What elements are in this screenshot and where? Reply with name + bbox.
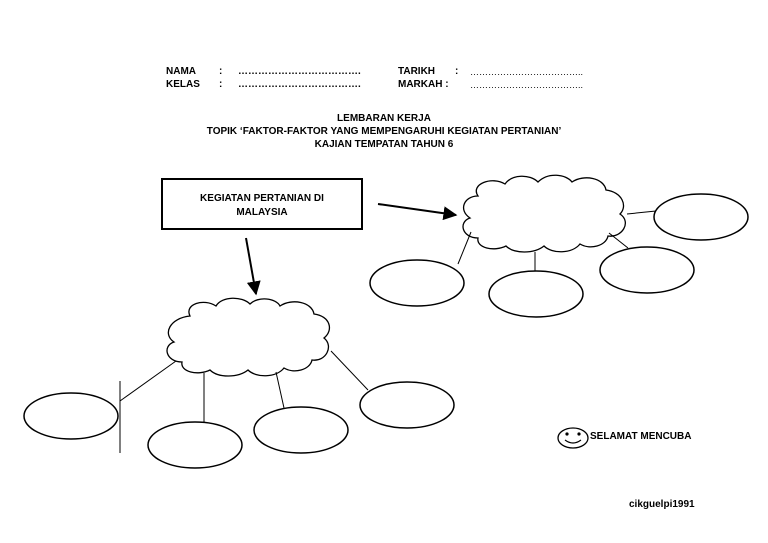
tarikh-field[interactable]: ……………………………….. <box>470 67 584 77</box>
kelas-colon: : <box>219 79 223 90</box>
nama-colon: : <box>219 66 223 77</box>
topic-title: TOPIK ‘FAKTOR-FAKTOR YANG MEMPENGARUHI K… <box>206 126 562 137</box>
ellipse-shape[interactable] <box>147 421 243 469</box>
ellipse-shape[interactable] <box>23 392 119 440</box>
cloud-shape[interactable] <box>166 297 331 377</box>
markah-label: MARKAH : <box>398 79 449 90</box>
markah-field[interactable]: ……………………………….. <box>470 80 584 90</box>
nama-label: NAMA <box>166 66 196 77</box>
kelas-field[interactable]: ………………………………. <box>238 79 361 90</box>
arrow-icon <box>377 203 458 221</box>
nama-field[interactable]: ………………………………. <box>238 66 361 77</box>
smiley-icon <box>557 427 589 449</box>
tarikh-label: TARIKH <box>398 66 436 77</box>
cloud-shape[interactable] <box>462 174 626 253</box>
ellipse-shape[interactable] <box>653 193 749 241</box>
ellipse-shape[interactable] <box>599 246 695 294</box>
greeting-text: SELAMAT MENCUBA <box>590 431 692 442</box>
main-topic-text: KEGIATAN PERTANIAN DI MALAYSIA <box>200 193 324 218</box>
ellipse-shape[interactable] <box>488 270 584 318</box>
worksheet-title: LEMBARAN KERJA <box>337 113 431 124</box>
ellipse-shape[interactable] <box>369 259 465 307</box>
subject-title: KAJIAN TEMPATAN TAHUN 6 <box>314 139 454 150</box>
ellipse-shape[interactable] <box>359 381 455 429</box>
ellipse-shape[interactable] <box>253 406 349 454</box>
tarikh-colon: : <box>455 66 459 77</box>
arrow-icon <box>245 237 261 296</box>
main-topic-box: KEGIATAN PERTANIAN DI MALAYSIA <box>161 178 363 230</box>
credit-text: cikguelpi1991 <box>629 499 695 510</box>
kelas-label: KELAS <box>166 79 200 90</box>
